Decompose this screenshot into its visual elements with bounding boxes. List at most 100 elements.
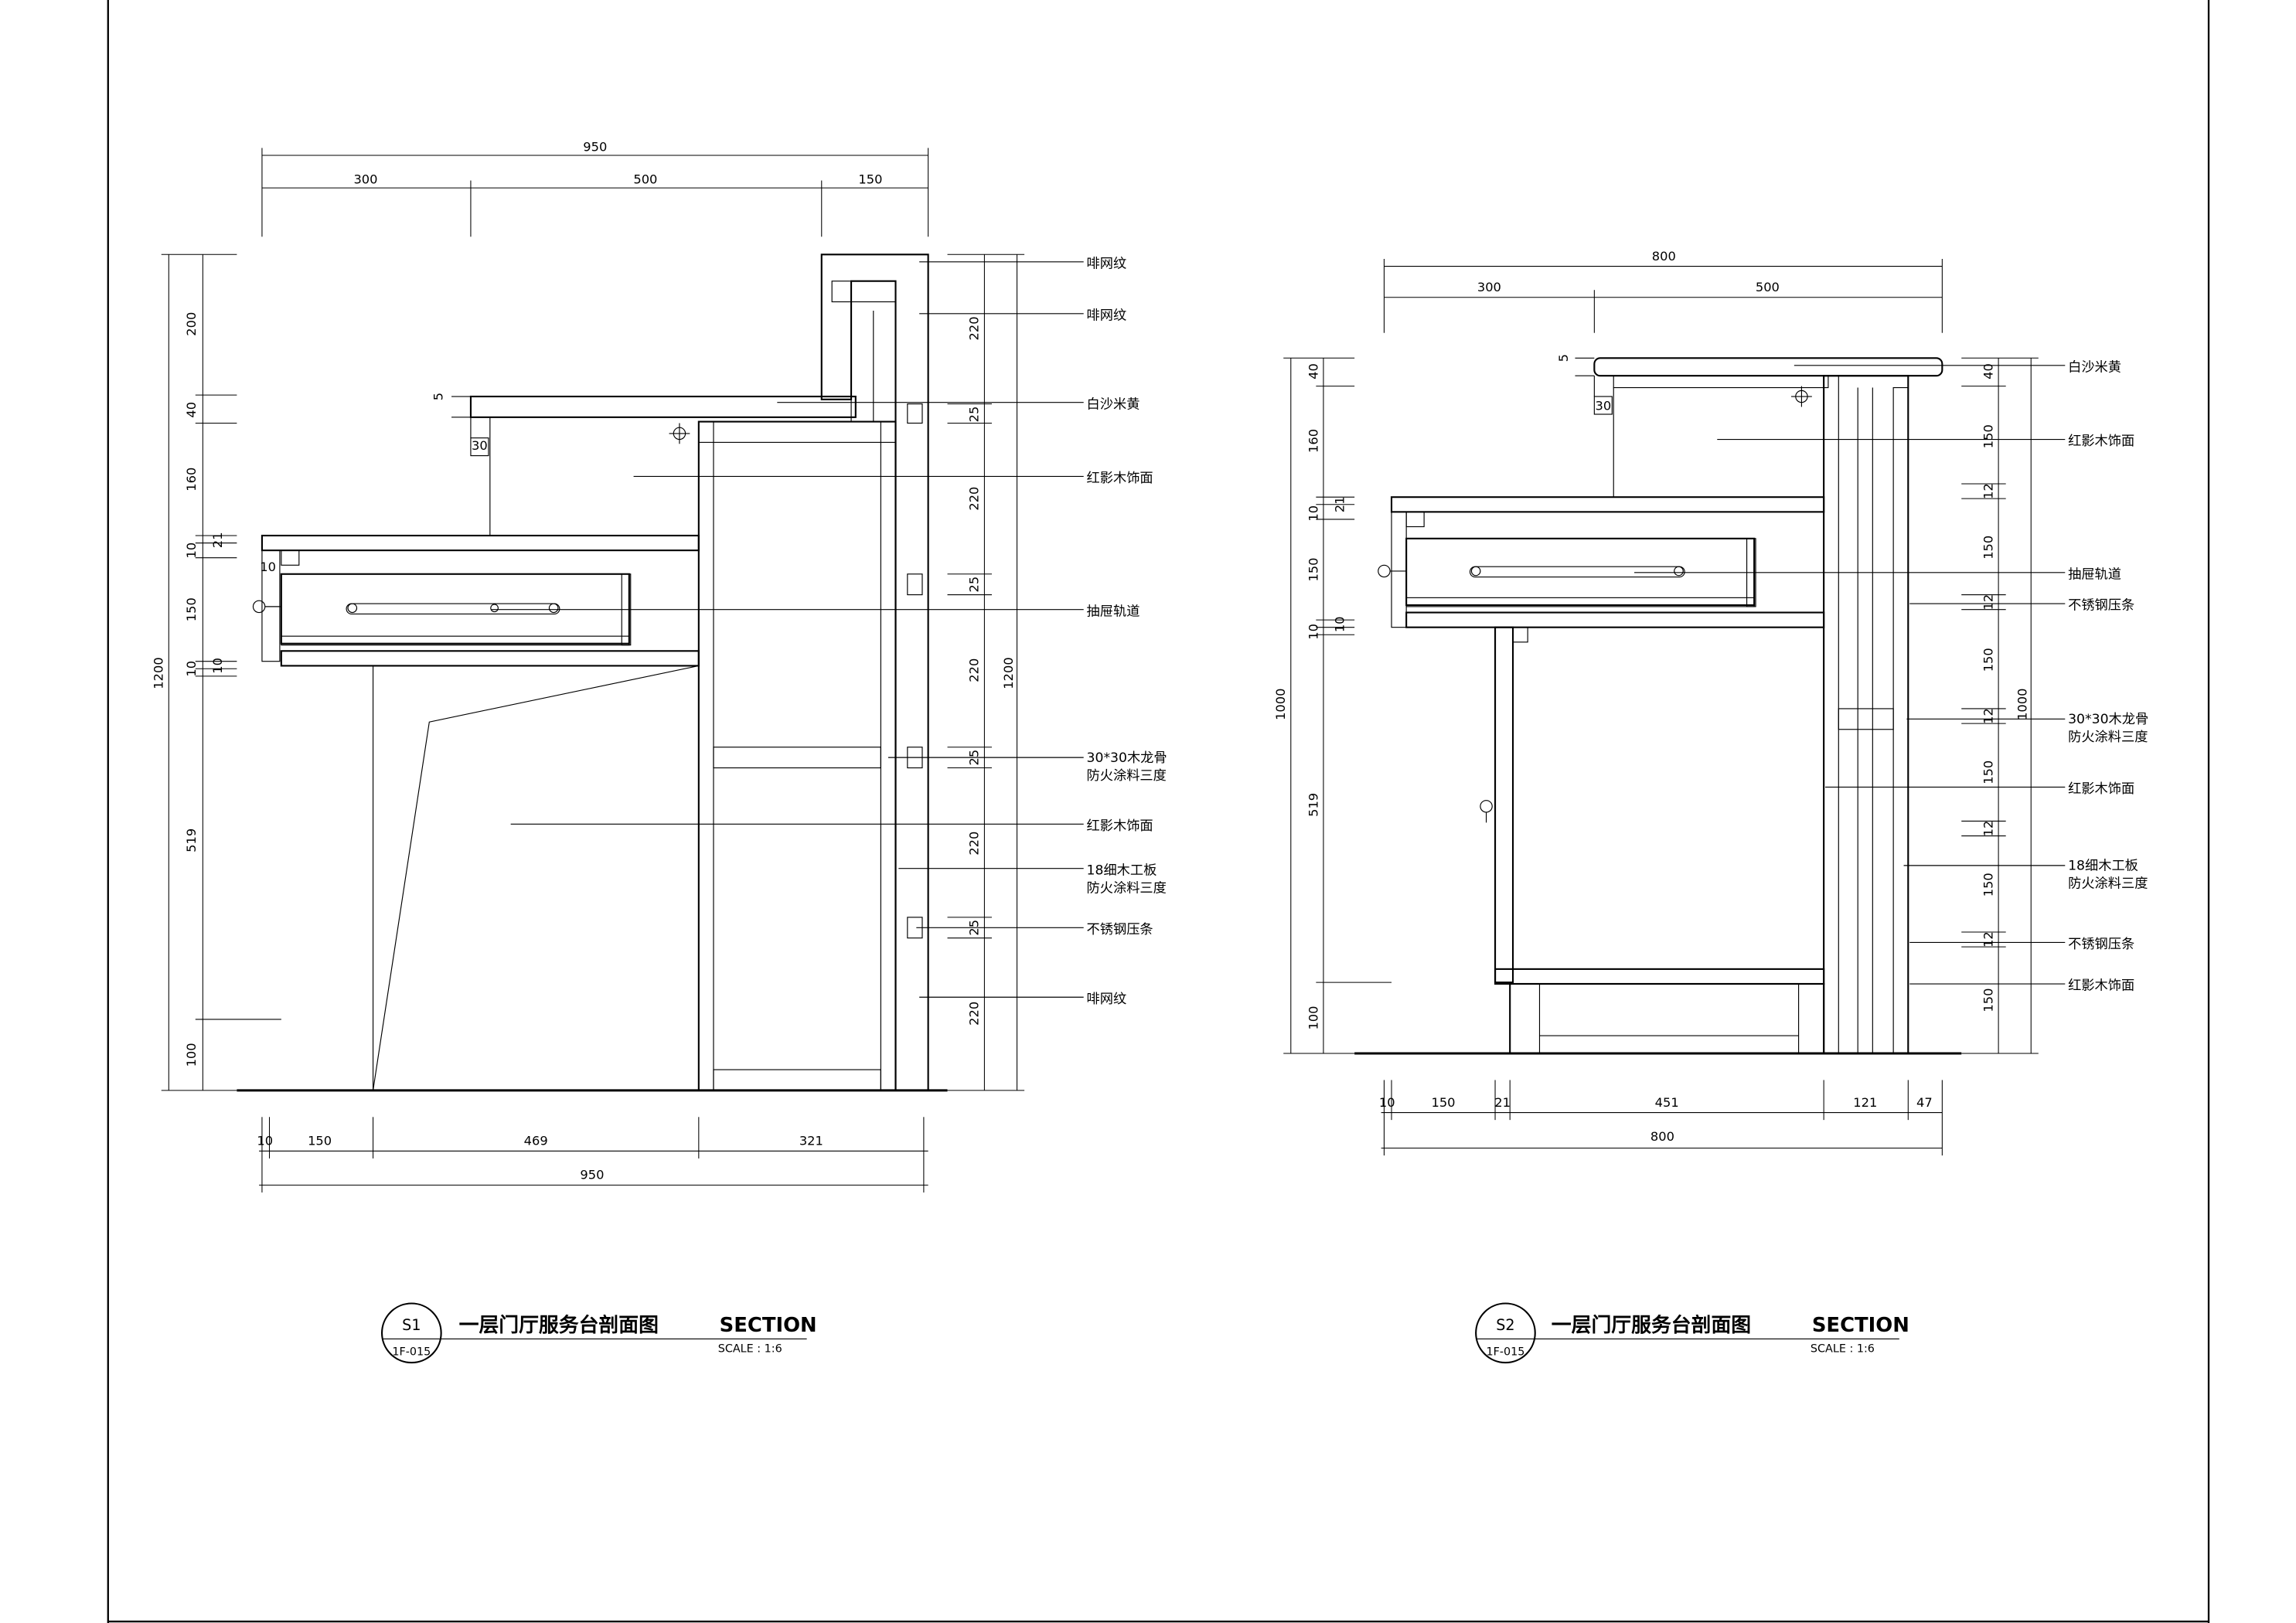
s1-dim-left-5: 21 — [210, 532, 225, 548]
section-s2: 800 300 500 1000 40 160 10 21 150 10 10 — [1273, 249, 2148, 1364]
s1-callout-7: 防火涂料三度 — [1087, 768, 1167, 784]
s2-dim-top-1: 300 — [1477, 280, 1501, 294]
sheet-border — [107, 0, 2210, 1623]
s1-dim-right-3: 220 — [967, 487, 982, 511]
s2-dim-left-8: 519 — [1306, 793, 1320, 817]
s2-dim-right-12: 150 — [1981, 988, 1995, 1012]
s1-title-block: S1 1F-015 一层门厅服务台剖面图 SECTION SCALE : 1:6 — [380, 1302, 817, 1364]
s1-callouts: 啡网纹 啡网纹 白沙米黄 红影木饰面 抽屉轨道 30*30木龙骨 防火涂料三度 … — [491, 256, 1167, 1007]
s2-scale: SCALE : 1:6 — [1811, 1343, 1875, 1356]
s1-dim-right-5: 220 — [967, 658, 982, 682]
s2-bottom-dimensions: 10 150 21 451 121 47 800 — [1379, 1080, 1943, 1156]
s2-title-block: S2 1F-015 一层门厅服务台剖面图 SECTION SCALE : 1:6 — [1475, 1302, 1909, 1364]
s1-dim-bot-1: 10 — [257, 1134, 273, 1148]
s2-dim-right-11: 12 — [1981, 931, 1995, 948]
s2-dim-bot-4: 451 — [1655, 1095, 1679, 1110]
s2-title: 一层门厅服务台剖面图 — [1552, 1313, 1751, 1337]
s2-dim-right-8: 150 — [1981, 760, 1995, 784]
s2-dim-right-5: 12 — [1981, 594, 1995, 611]
s2-callout-6: 防火涂料三度 — [2068, 730, 2148, 745]
s1-dim-left-7: 10 — [184, 661, 199, 677]
s1-callout-11: 不锈钢压条 — [1087, 922, 1153, 937]
s2-dim-right-10: 150 — [1981, 873, 1995, 897]
s1-dim-right-4: 25 — [967, 577, 982, 593]
s1-dim-left-total: 1200 — [152, 657, 166, 689]
s2-callout-5: 30*30木龙骨 — [2068, 712, 2148, 727]
s2-dim-left-5: 150 — [1306, 557, 1320, 581]
s1-callout-3: 白沙米黄 — [1087, 396, 1140, 412]
s2-dim-right-2: 150 — [1981, 424, 1995, 448]
s1-dim-right-total: 1200 — [1001, 657, 1016, 689]
s2-dim-right-4: 150 — [1981, 536, 1995, 560]
s2-dim-right-total: 1000 — [2015, 689, 2029, 720]
s2-dim-right-9: 12 — [1981, 821, 1995, 837]
s1-dim-left-10: 100 — [184, 1043, 199, 1067]
s1-section-geometry: 5 30 10 — [237, 253, 948, 1092]
s1-dim-left-1: 200 — [184, 312, 199, 336]
s1-callout-10: 防火涂料三度 — [1087, 880, 1167, 896]
s2-callouts: 白沙米黄 红影木饰面 抽屉轨道 不锈钢压条 30*30木龙骨 防火涂料三度 红影… — [1634, 359, 2148, 994]
s2-dim-right-6: 150 — [1981, 648, 1995, 672]
s2-top-dimensions: 800 300 500 — [1383, 249, 1943, 333]
s2-callout-id: S2 — [1496, 1316, 1514, 1334]
s1-title: 一层门厅服务台剖面图 — [459, 1313, 659, 1337]
s2-right-dimensions: 1000 40 150 12 150 12 150 12 150 12 150 … — [1961, 357, 2039, 1054]
s2-dim-left-1: 40 — [1306, 363, 1320, 379]
s1-dim-top-total: 950 — [583, 139, 607, 154]
s1-callout-2: 啡网纹 — [1087, 308, 1127, 323]
s2-callout-4: 不锈钢压条 — [2068, 598, 2134, 614]
s1-callout-8: 红影木饰面 — [1087, 818, 1153, 834]
s2-callout-11: 红影木饰面 — [2068, 978, 2134, 994]
s1-callout-5: 抽屉轨道 — [1087, 604, 1140, 619]
s2-callout-10: 不锈钢压条 — [2068, 937, 2134, 952]
s1-dim-right-7: 220 — [967, 832, 982, 856]
s2-dim-left-4: 21 — [1333, 496, 1347, 512]
s2-callout-2: 红影木饰面 — [2068, 434, 2134, 449]
s1-dim-inner-5: 5 — [431, 393, 446, 400]
s2-dim-left-total: 1000 — [1273, 689, 1288, 720]
s1-dim-left-2: 40 — [184, 402, 199, 418]
s2-callout-9: 防火涂料三度 — [2068, 876, 2148, 892]
s1-scale: SCALE : 1:6 — [718, 1343, 782, 1356]
s2-dim-left-2: 160 — [1306, 429, 1320, 453]
s1-callout-12: 啡网纹 — [1087, 992, 1127, 1007]
s2-section-geometry: 5 30 — [1354, 354, 1962, 1055]
s2-dim-bot-2: 150 — [1431, 1095, 1455, 1110]
s1-dim-inner-10: 10 — [260, 560, 276, 574]
s1-callout-id: S1 — [402, 1316, 421, 1334]
s1-dim-right-9: 220 — [967, 1002, 982, 1026]
s2-dim-right-1: 40 — [1981, 363, 1995, 379]
s1-dim-right-1: 220 — [967, 316, 982, 340]
s1-bottom-dimensions: 10 150 469 321 950 — [257, 1117, 928, 1193]
s1-dim-inner-30: 30 — [472, 438, 488, 453]
s2-callout-3: 抽屉轨道 — [2068, 567, 2121, 582]
s1-callout-9: 18细木工板 — [1087, 863, 1157, 878]
s2-dim-right-3: 12 — [1981, 483, 1995, 499]
s2-dim-bot-1: 10 — [1379, 1095, 1395, 1110]
s2-dim-top-total: 800 — [1652, 249, 1676, 264]
s2-dim-bot-6: 47 — [1916, 1095, 1933, 1110]
s1-dim-right-2: 25 — [967, 407, 982, 423]
s1-dim-bot-total: 950 — [580, 1168, 604, 1182]
s1-callout-4: 红影木饰面 — [1087, 471, 1153, 486]
s1-title-en: SECTION — [720, 1314, 817, 1337]
s1-dim-left-4: 10 — [184, 543, 199, 559]
s1-dim-bot-3: 469 — [524, 1134, 548, 1148]
s2-dim-left-6: 10 — [1306, 624, 1320, 640]
s1-dim-left-6: 150 — [184, 597, 199, 621]
s2-dim-right-7: 12 — [1981, 708, 1995, 724]
s1-callout-6: 30*30木龙骨 — [1087, 750, 1167, 766]
s1-dim-bot-2: 150 — [308, 1134, 332, 1148]
s2-dim-top-2: 500 — [1756, 280, 1780, 294]
s2-dim-bot-5: 121 — [1853, 1095, 1877, 1110]
s1-callout-ref: 1F-015 — [392, 1346, 431, 1359]
s2-dim-inner-30: 30 — [1595, 398, 1611, 413]
s2-dim-left-9: 100 — [1306, 1006, 1320, 1030]
s1-dim-left-8: 10 — [210, 658, 225, 674]
s1-dim-top-3: 150 — [858, 172, 882, 186]
s1-dim-top-2: 500 — [633, 172, 657, 186]
s1-dim-left-3: 160 — [184, 468, 199, 492]
s2-dim-left-7: 10 — [1333, 616, 1347, 632]
s1-dim-left-9: 519 — [184, 829, 199, 852]
